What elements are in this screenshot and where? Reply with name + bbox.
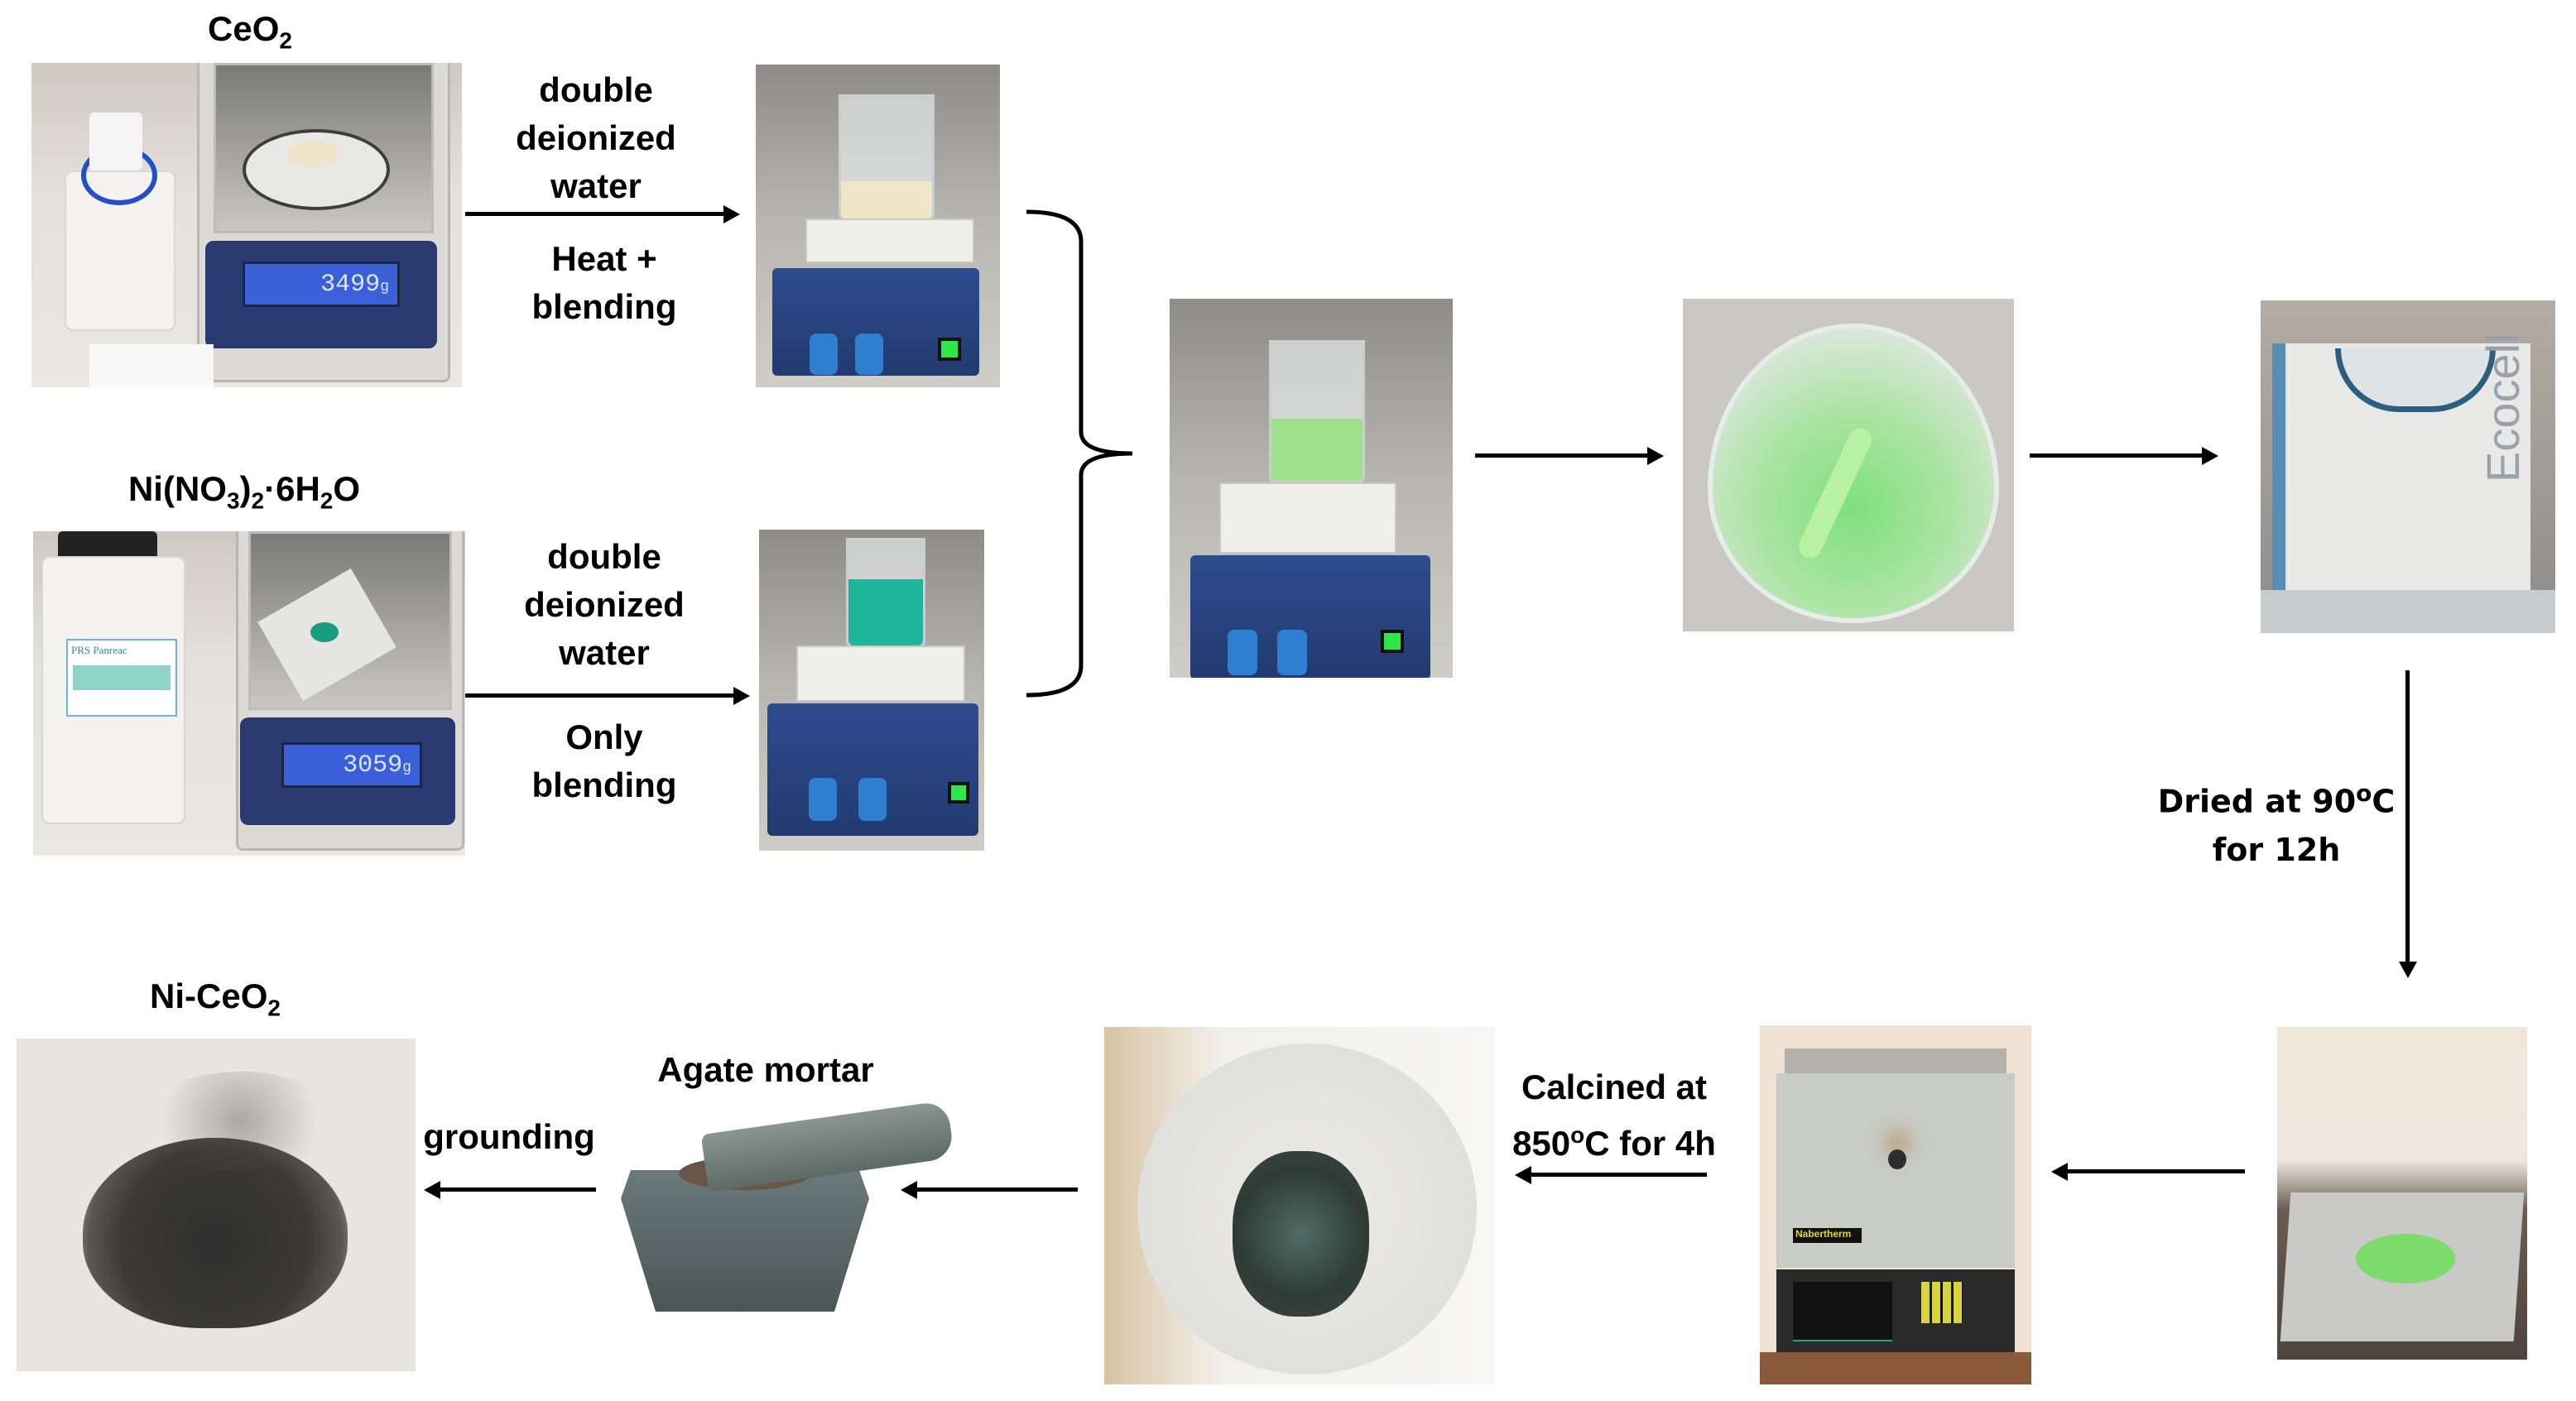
ni-label-sub: 2 [320,487,334,514]
photo-dried-green [2277,1027,2527,1360]
ni-condition-label: Only blending [505,713,704,809]
furnace-brand-text: Nabertherm [1793,1228,1862,1243]
arrow-dried-to-furnace [2064,1169,2245,1173]
photo-ceo2-hotplate [756,65,1000,387]
balance-unit: g [380,279,389,295]
photo-green-beaker-top [1683,299,2014,631]
arrow-bowl-to-mortar [914,1187,1078,1192]
ni-label-part: ·6H [264,469,320,508]
ni-label-part: O [333,469,361,508]
arrow-head-icon [2051,1163,2068,1181]
photo-mixed-hotplate [1170,299,1453,678]
ceo2-solvent-line1: double [539,70,653,109]
ceo2-condition-line2: blending [531,287,677,326]
ni-label-part: Ni(NO [127,469,227,508]
photo-calcined-bowl [1104,1027,1495,1384]
photo-ni-hotplate [759,530,984,851]
ni-solvent-line2: deionized [524,585,685,624]
agate-mortar-icon [621,1100,955,1316]
ni-label-sub: 3 [226,487,240,514]
calcination-line1: Calcined at [1521,1068,1708,1106]
ni-solvent-line1: double [547,537,661,576]
photo-ni-ceo2-powder [17,1039,416,1371]
drying-line1: Dried at 90 [2157,783,2357,820]
arrow-head-icon [901,1181,917,1199]
degree-sup: o [2356,780,2372,807]
ceo2-label: CeO2 [184,5,316,65]
drying-label: Dried at 90oC for 12h [2152,770,2401,874]
ceo2-label-text: CeO [208,9,280,48]
grinding-label: grounding [423,1117,595,1156]
balance-unit: g [402,760,411,776]
degree-sup: o [1570,1122,1585,1148]
arrow-oven-to-dried [2405,670,2410,967]
ceo2-solvent-line3: water [550,166,642,205]
drying-line2: for 12h [2212,831,2341,868]
ni-label-part: ) [239,469,252,508]
drying-unit: C [2372,783,2396,820]
arrow-ni-to-hotplate [465,693,737,698]
arrow-head-icon [733,687,750,705]
arrow-head-icon [1647,447,1664,465]
product-label-sub: 2 [267,995,281,1021]
arrow-furnace-to-bowl [1528,1173,1707,1177]
ceo2-solvent-label: double deionized water [497,66,695,210]
balance-reading: 3059 [343,751,403,780]
ni-label-sub: 2 [251,487,265,514]
photo-ceo2-weighing: 3499g [31,63,462,387]
balance-reading: 3499 [320,271,381,299]
arrow-head-icon [723,205,740,223]
ni-nitrate-label: Ni(NO3)2·6H2O [116,465,372,525]
ceo2-solvent-line2: deionized [516,118,676,157]
photo-ni-weighing: PRS Panreac 3059g [33,531,465,856]
arrow-head-icon [2202,447,2218,465]
merge-brace-icon [1026,209,1133,698]
arrow-head-icon [1515,1166,1531,1184]
ceo2-label-sub: 2 [279,27,292,54]
arrow-ceo2-to-hotplate [465,212,727,216]
calcination-unit: C for 4h [1584,1124,1716,1163]
calcination-label: Calcined at 850oC for 4h [1507,1063,1722,1168]
arrow-to-oven [2030,453,2205,458]
ceo2-condition-label: Heat + blending [505,235,704,331]
ni-solvent-label: double deionized water [505,533,704,677]
bottle-brand: PRS Panreac [71,644,127,656]
mortar-label: Agate mortar [657,1050,874,1089]
ecocell-brand-text: Ecocell [2477,333,2529,482]
arrow-mortar-to-product [437,1187,596,1192]
balance-display: 3499g [243,261,400,307]
ni-condition-line1: Only [565,717,643,756]
ceo2-condition-line1: Heat + [551,239,657,278]
photo-muffle-furnace: Nabertherm [1760,1025,2031,1384]
arrow-head-icon [424,1181,440,1199]
arrow-head-icon [2399,962,2417,978]
photo-ecocell-oven: Ecocell [2261,300,2555,633]
ni-solvent-line3: water [559,633,650,672]
calcination-temp: 850 [1512,1124,1571,1163]
ni-condition-line2: blending [531,765,677,804]
arrow-to-beaker [1475,453,1652,458]
product-label-text: Ni-CeO [150,976,268,1015]
product-label: Ni-CeO2 [132,972,298,1032]
